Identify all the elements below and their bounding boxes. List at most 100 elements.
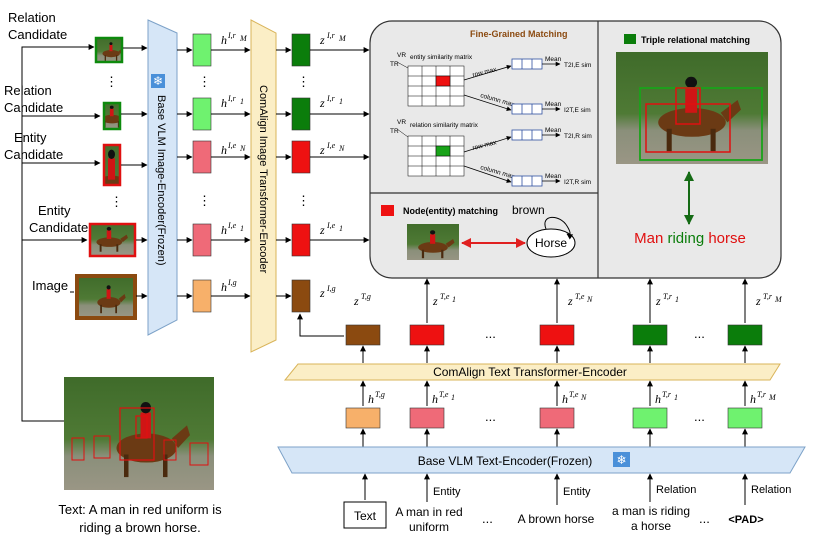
svg-text:Candidate: Candidate <box>29 220 88 235</box>
relation-tag: Relation <box>656 484 696 496</box>
svg-text:z: z <box>319 143 325 157</box>
image-comalign-feature-column: ⋮ ⋮ <box>291 33 311 313</box>
svg-text:z: z <box>655 294 661 308</box>
image-feature-box-e1 <box>192 223 212 257</box>
image-output-box-eN <box>291 140 311 174</box>
svg-text:h: h <box>221 280 227 294</box>
svg-text:I,r: I,r <box>326 31 336 40</box>
svg-text:relation similarity matrix: relation similarity matrix <box>410 122 479 129</box>
entity-similarity-matrix <box>407 65 465 107</box>
svg-text:h: h <box>432 392 438 406</box>
node-matching-block: Node(entity) matching Horse brown <box>381 203 576 260</box>
svg-text:Candidate: Candidate <box>4 100 63 115</box>
svg-text:1: 1 <box>339 224 343 233</box>
relation-candidate-thumbnail-1 <box>94 36 124 64</box>
vertical-ellipsis: ⋮ <box>110 194 123 209</box>
horizontal-ellipsis: ... <box>699 511 710 526</box>
comalign-image-encoder-label: ComAlign Image Transformer-Encoder <box>257 85 269 274</box>
image-feature-box-g <box>192 279 212 313</box>
relation-tag: Relation <box>751 484 791 496</box>
svg-text:I,r: I,r <box>326 94 336 103</box>
svg-text:Node(entity) matching: Node(entity) matching <box>403 206 498 216</box>
horizontal-ellipsis: ... <box>485 409 496 424</box>
text-feature-box-eN <box>539 407 575 429</box>
svg-text:Entity: Entity <box>38 203 71 218</box>
svg-text:Mean: Mean <box>545 56 562 63</box>
svg-text:z: z <box>432 294 438 308</box>
triple-matching-block: Triple relational matching Man riding ho… <box>616 34 768 247</box>
image-feature-box-r1 <box>192 97 212 131</box>
text-output-box-e1 <box>409 324 445 346</box>
comalign-image-encoder <box>250 19 277 353</box>
svg-text:Mean: Mean <box>545 127 562 134</box>
entity-phrase-1: A man in red uniform <box>395 505 462 534</box>
relation-candidate-label-2: Relation Candidate <box>4 83 63 115</box>
svg-text:h: h <box>655 392 661 406</box>
red-square-icon <box>381 205 394 216</box>
svg-text:T,e: T,e <box>575 292 585 301</box>
triple-photo <box>616 52 768 164</box>
svg-text:Man riding hor: Man riding horse <box>634 230 746 247</box>
svg-text:z: z <box>319 286 325 300</box>
svg-text:A man in red: A man in red <box>395 505 462 519</box>
relation-phrase-1: a man is riding a horse <box>612 504 690 533</box>
svg-text:h: h <box>368 392 374 406</box>
entity-phrase-2: A brown horse <box>518 512 595 526</box>
svg-text:Triple relational matching: Triple relational matching <box>641 35 750 45</box>
snowflake-icon: ❄ <box>151 74 165 88</box>
text-feature-box-g <box>345 407 381 429</box>
image-thumbnail <box>75 274 137 320</box>
svg-text:I,r: I,r <box>227 31 237 40</box>
svg-text:I,e: I,e <box>326 221 336 230</box>
svg-text:I,g: I,g <box>227 278 237 287</box>
image-base-feature-column: ⋮ ⋮ <box>192 33 212 313</box>
svg-text:I2T,E sim: I2T,E sim <box>564 107 591 114</box>
svg-text:h: h <box>750 392 756 406</box>
svg-text:Text: Text <box>354 509 377 523</box>
svg-text:uniform: uniform <box>409 520 449 534</box>
svg-text:M: M <box>239 34 248 43</box>
svg-text:z: z <box>319 96 325 110</box>
vertical-ellipsis: ⋮ <box>297 74 310 89</box>
relation-candidate-thumbnail-2 <box>102 101 122 131</box>
base-vlm-image-encoder <box>147 19 178 336</box>
svg-text:Text: A man in red uniform is: Text: A man in red uniform is <box>58 502 222 517</box>
svg-text:Relation: Relation <box>4 83 52 98</box>
svg-text:1: 1 <box>451 393 455 402</box>
text-output-box-g <box>345 324 381 346</box>
svg-text:z: z <box>567 294 573 308</box>
svg-text:1: 1 <box>675 295 679 304</box>
comalign-text-encoder-label: ComAlign Text Transformer-Encoder <box>433 365 627 379</box>
base-vlm-text-encoder <box>277 446 806 474</box>
horizontal-ellipsis: ... <box>482 511 493 526</box>
svg-text:I,e: I,e <box>326 141 336 150</box>
horse-node <box>526 228 576 258</box>
relation-candidate-label-1: Relation Candidate <box>8 10 67 42</box>
entity-tag: Entity <box>563 486 591 498</box>
caption-text: Text: A man in red uniform is riding a b… <box>58 502 222 535</box>
snowflake-icon: ❄ <box>613 452 630 467</box>
svg-text:a man is riding: a man is riding <box>612 504 690 518</box>
text-feature-box-e1 <box>409 407 445 429</box>
svg-text:T2I,R sim: T2I,R sim <box>564 133 592 140</box>
text-output-box-eN <box>539 324 575 346</box>
svg-text:T,r: T,r <box>662 390 672 399</box>
entity-candidate-label-1: Entity Candidate <box>4 130 63 162</box>
svg-text:T2I,E sim: T2I,E sim <box>564 62 591 69</box>
text-input-box <box>343 501 387 529</box>
text-base-feature-row: ... ... <box>345 407 763 429</box>
svg-text:M: M <box>768 393 777 402</box>
